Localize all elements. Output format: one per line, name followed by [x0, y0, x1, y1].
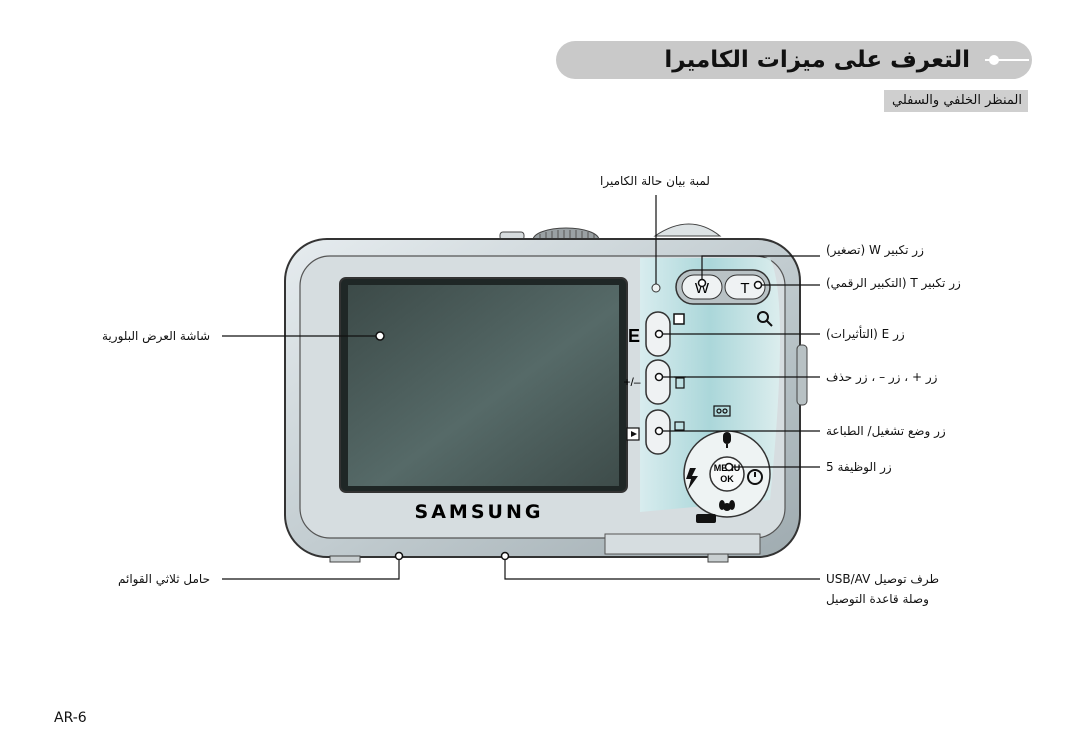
- multi-frame-icon: [673, 313, 685, 325]
- e-label: E: [628, 326, 640, 346]
- label-usb-line2: وصلة قاعدة التوصيل: [826, 592, 929, 606]
- menu-ok-button: [709, 456, 745, 492]
- label-w-button: زر تكبير W (تصغير): [826, 243, 924, 257]
- label-plus-minus-delete: زر + ، زر – ، زر حذف: [826, 370, 938, 384]
- zoom-t-button: [724, 274, 766, 300]
- power-button: [653, 223, 722, 237]
- brand-logo: SAMSUNG: [415, 501, 544, 523]
- label-e-button: زر E (التأثيرات): [826, 327, 905, 341]
- print-icon: [674, 421, 685, 431]
- magnifier-icon: [757, 311, 773, 327]
- lcd-screen: [348, 285, 619, 486]
- title-bullet-icon: [985, 55, 1029, 65]
- section-subtitle: المنظر الخلفي والسفلي: [884, 90, 1028, 112]
- play-icon: [626, 427, 640, 441]
- zoom-t-label: T: [740, 280, 749, 297]
- macro-icon: [719, 500, 735, 511]
- microphone-icon: [723, 432, 731, 448]
- label-play-print: زر وضع تشغيل/ الطباعة: [826, 424, 946, 438]
- self-timer-icon: [747, 469, 763, 485]
- plus-minus-button: [645, 359, 671, 405]
- page-title: التعرف على ميزات الكاميرا: [664, 47, 970, 73]
- label-status-lamp: لمبة بيان حالة الكاميرا: [600, 174, 710, 188]
- flash-icon: [686, 468, 698, 490]
- label-t-button: زر تكبير T (التكبير الرقمي): [826, 276, 961, 290]
- mode-indicator-icon: [696, 514, 716, 523]
- label-lcd: شاشة العرض البلورية: [102, 329, 211, 343]
- status-lamp: [651, 283, 661, 293]
- label-usb-line1: طرف توصيل USB/AV: [826, 572, 940, 586]
- ok-label: OK: [720, 474, 734, 484]
- label-five-function: زر الوظيفة 5: [826, 460, 892, 474]
- title-banner: [556, 41, 1032, 79]
- voice-memo-icon: [713, 405, 731, 417]
- page-number: AR-6: [54, 710, 87, 726]
- label-tripod: حامل ثلاثي القوائم: [118, 572, 210, 586]
- plus-minus-label: +/–: [623, 375, 640, 389]
